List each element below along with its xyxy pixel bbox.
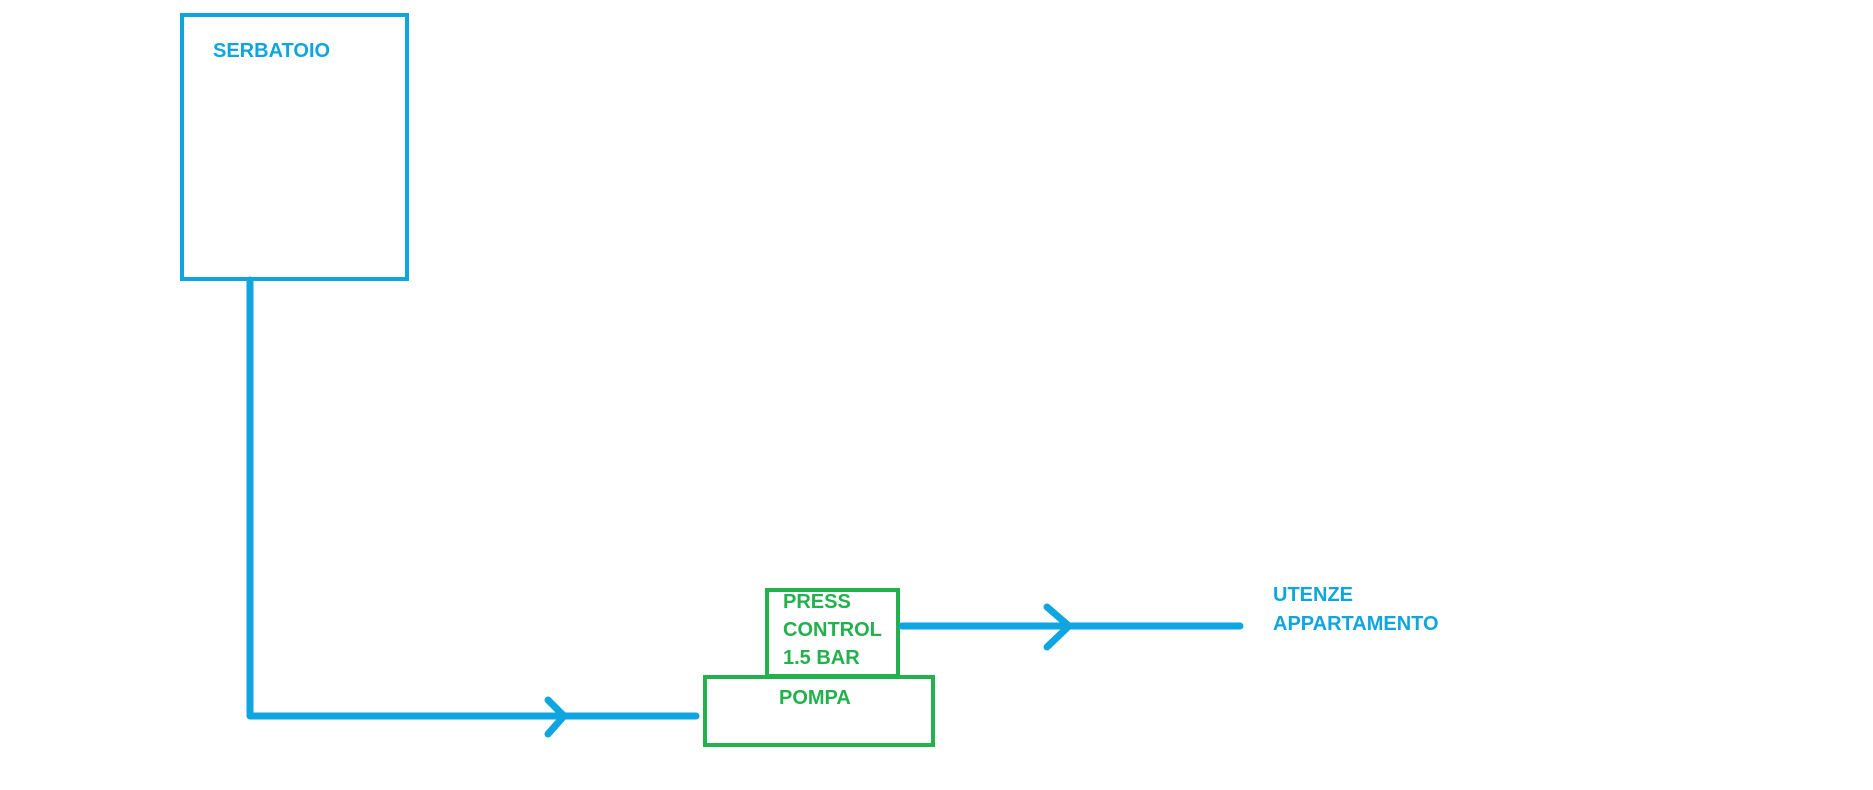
flow-arrow-head [1043,603,1073,651]
tank-label: SERBATOIO [213,40,330,62]
tank-box [180,13,409,281]
outlet-label: UTENZE APPARTAMENTO [1273,584,1439,635]
press-control-node: PRESS CONTROL 1.5 BAR [765,588,900,678]
press-control-label: PRESS CONTROL 1.5 BAR [783,591,887,669]
pipe-press-to-outlet [898,603,1244,651]
press-control-box [765,588,900,678]
pipe-tank-to-pump [246,276,700,738]
press-control-line-2: CONTROL [783,619,882,641]
press-control-line-1: PRESS [783,591,851,613]
pump-node: POMPA [703,675,935,747]
press-control-line-3: 1.5 BAR [783,647,860,669]
outlet-line-1: UTENZE [1273,584,1353,606]
pump-label: POMPA [779,687,851,709]
flow-arrow-head [544,696,568,738]
outlet-line-2: APPARTAMENTO [1273,613,1439,635]
pipe-line [246,276,700,720]
tank-node: SERBATOIO [180,13,409,281]
